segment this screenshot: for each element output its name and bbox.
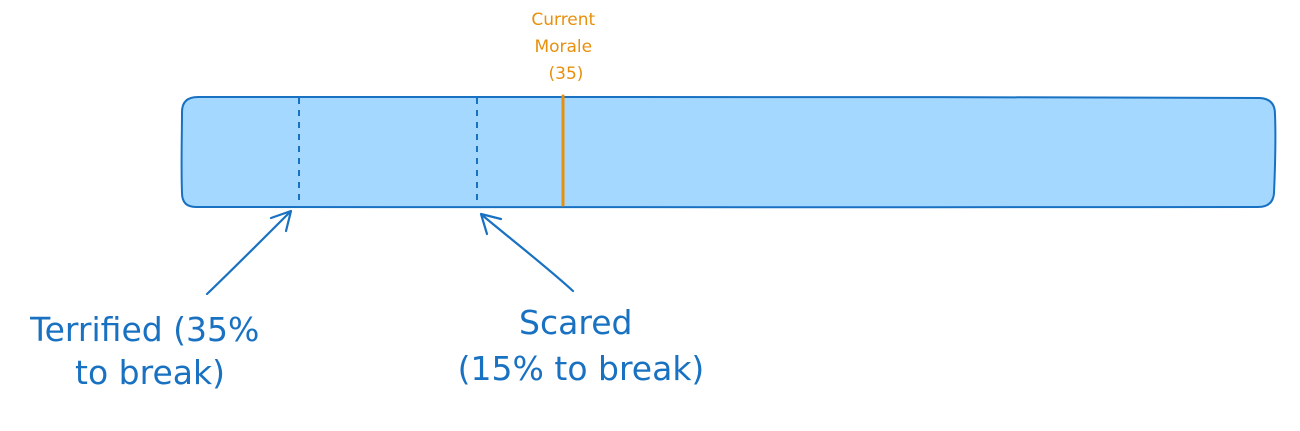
terrified-arrow-head xyxy=(269,209,293,233)
scared-label-line2: (15% to break) xyxy=(458,349,705,388)
scared-label: Scared (15% to break) xyxy=(458,303,705,388)
scared-arrow-head xyxy=(479,212,503,236)
current-morale-label: Current Morale (35) xyxy=(531,10,600,84)
terrified-arrow-shaft xyxy=(205,210,292,296)
morale-bar xyxy=(180,96,1277,209)
current-morale-label-line2: Morale xyxy=(534,37,592,57)
current-morale-label-line3: (35) xyxy=(549,64,584,84)
scared-label-line1: Scared xyxy=(519,303,632,342)
terrified-label: Terrified (35% to break) xyxy=(29,310,270,392)
terrified-arrow xyxy=(205,209,293,296)
scared-arrow-shaft xyxy=(480,213,575,293)
current-morale-label-line1: Current xyxy=(531,10,595,30)
scared-arrow xyxy=(479,212,575,293)
terrified-label-line2: to break) xyxy=(75,353,225,392)
terrified-label-line1: Terrified (35% xyxy=(29,310,259,349)
